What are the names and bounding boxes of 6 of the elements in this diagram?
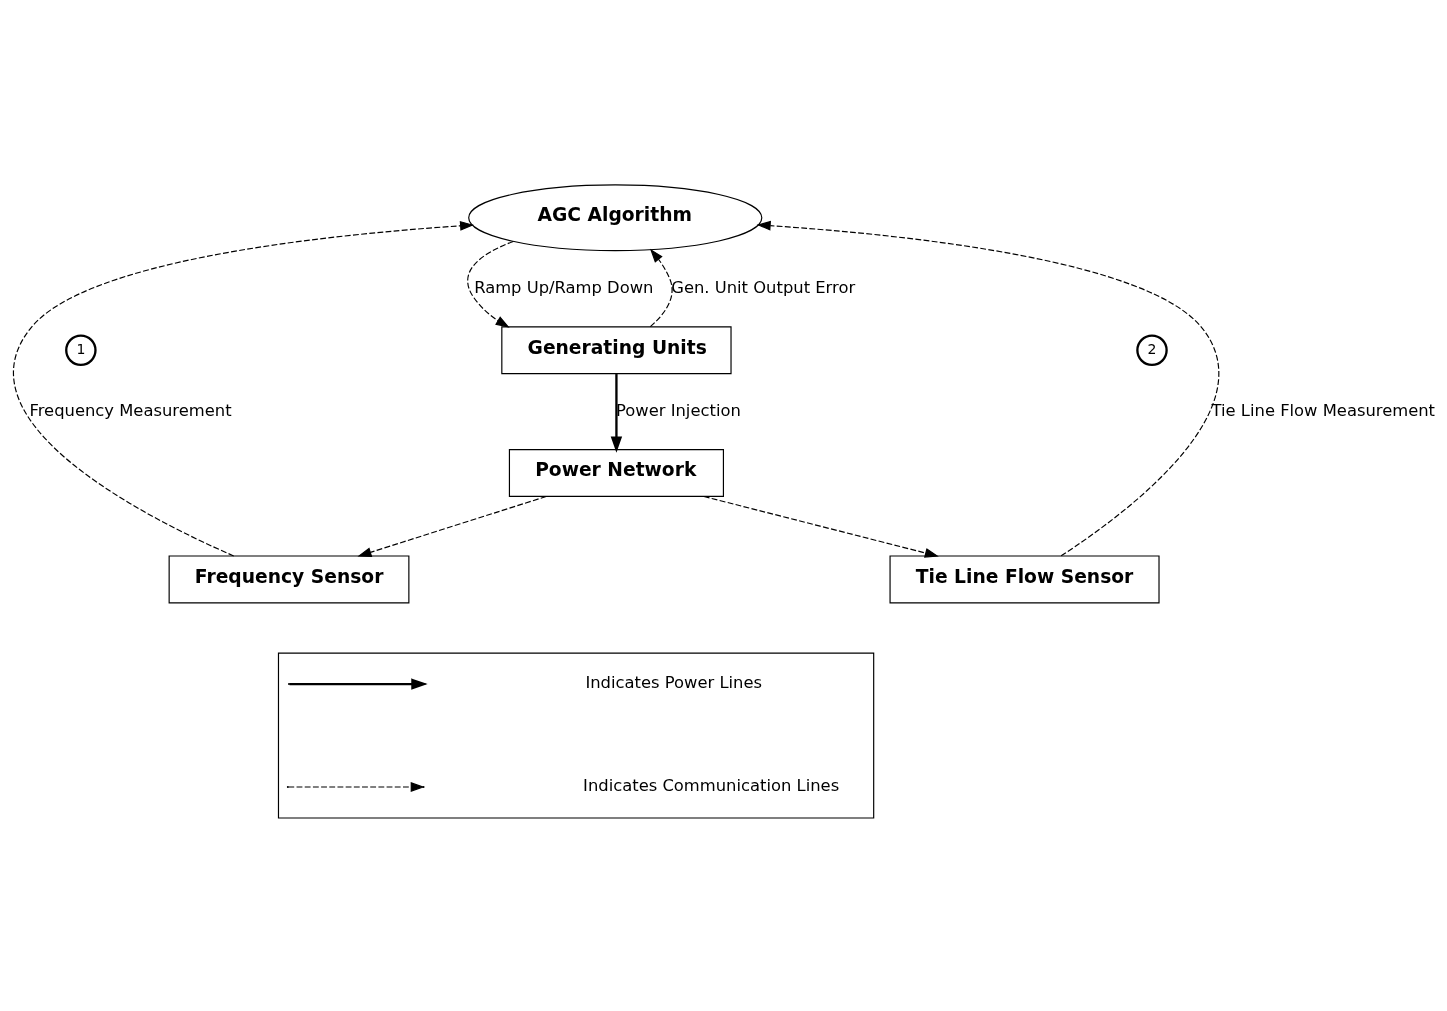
edge-label: Ramp Up/Ramp Down: [474, 277, 654, 297]
legend-label: Indicates Communication Lines: [583, 775, 840, 795]
edge-label: Frequency Measurement: [29, 400, 232, 420]
edge-label: Gen. Unit Output Error: [671, 277, 856, 297]
edge-label: Tie Line Flow Measurement: [1211, 400, 1436, 420]
legend-label: Indicates Power Lines: [585, 672, 763, 692]
